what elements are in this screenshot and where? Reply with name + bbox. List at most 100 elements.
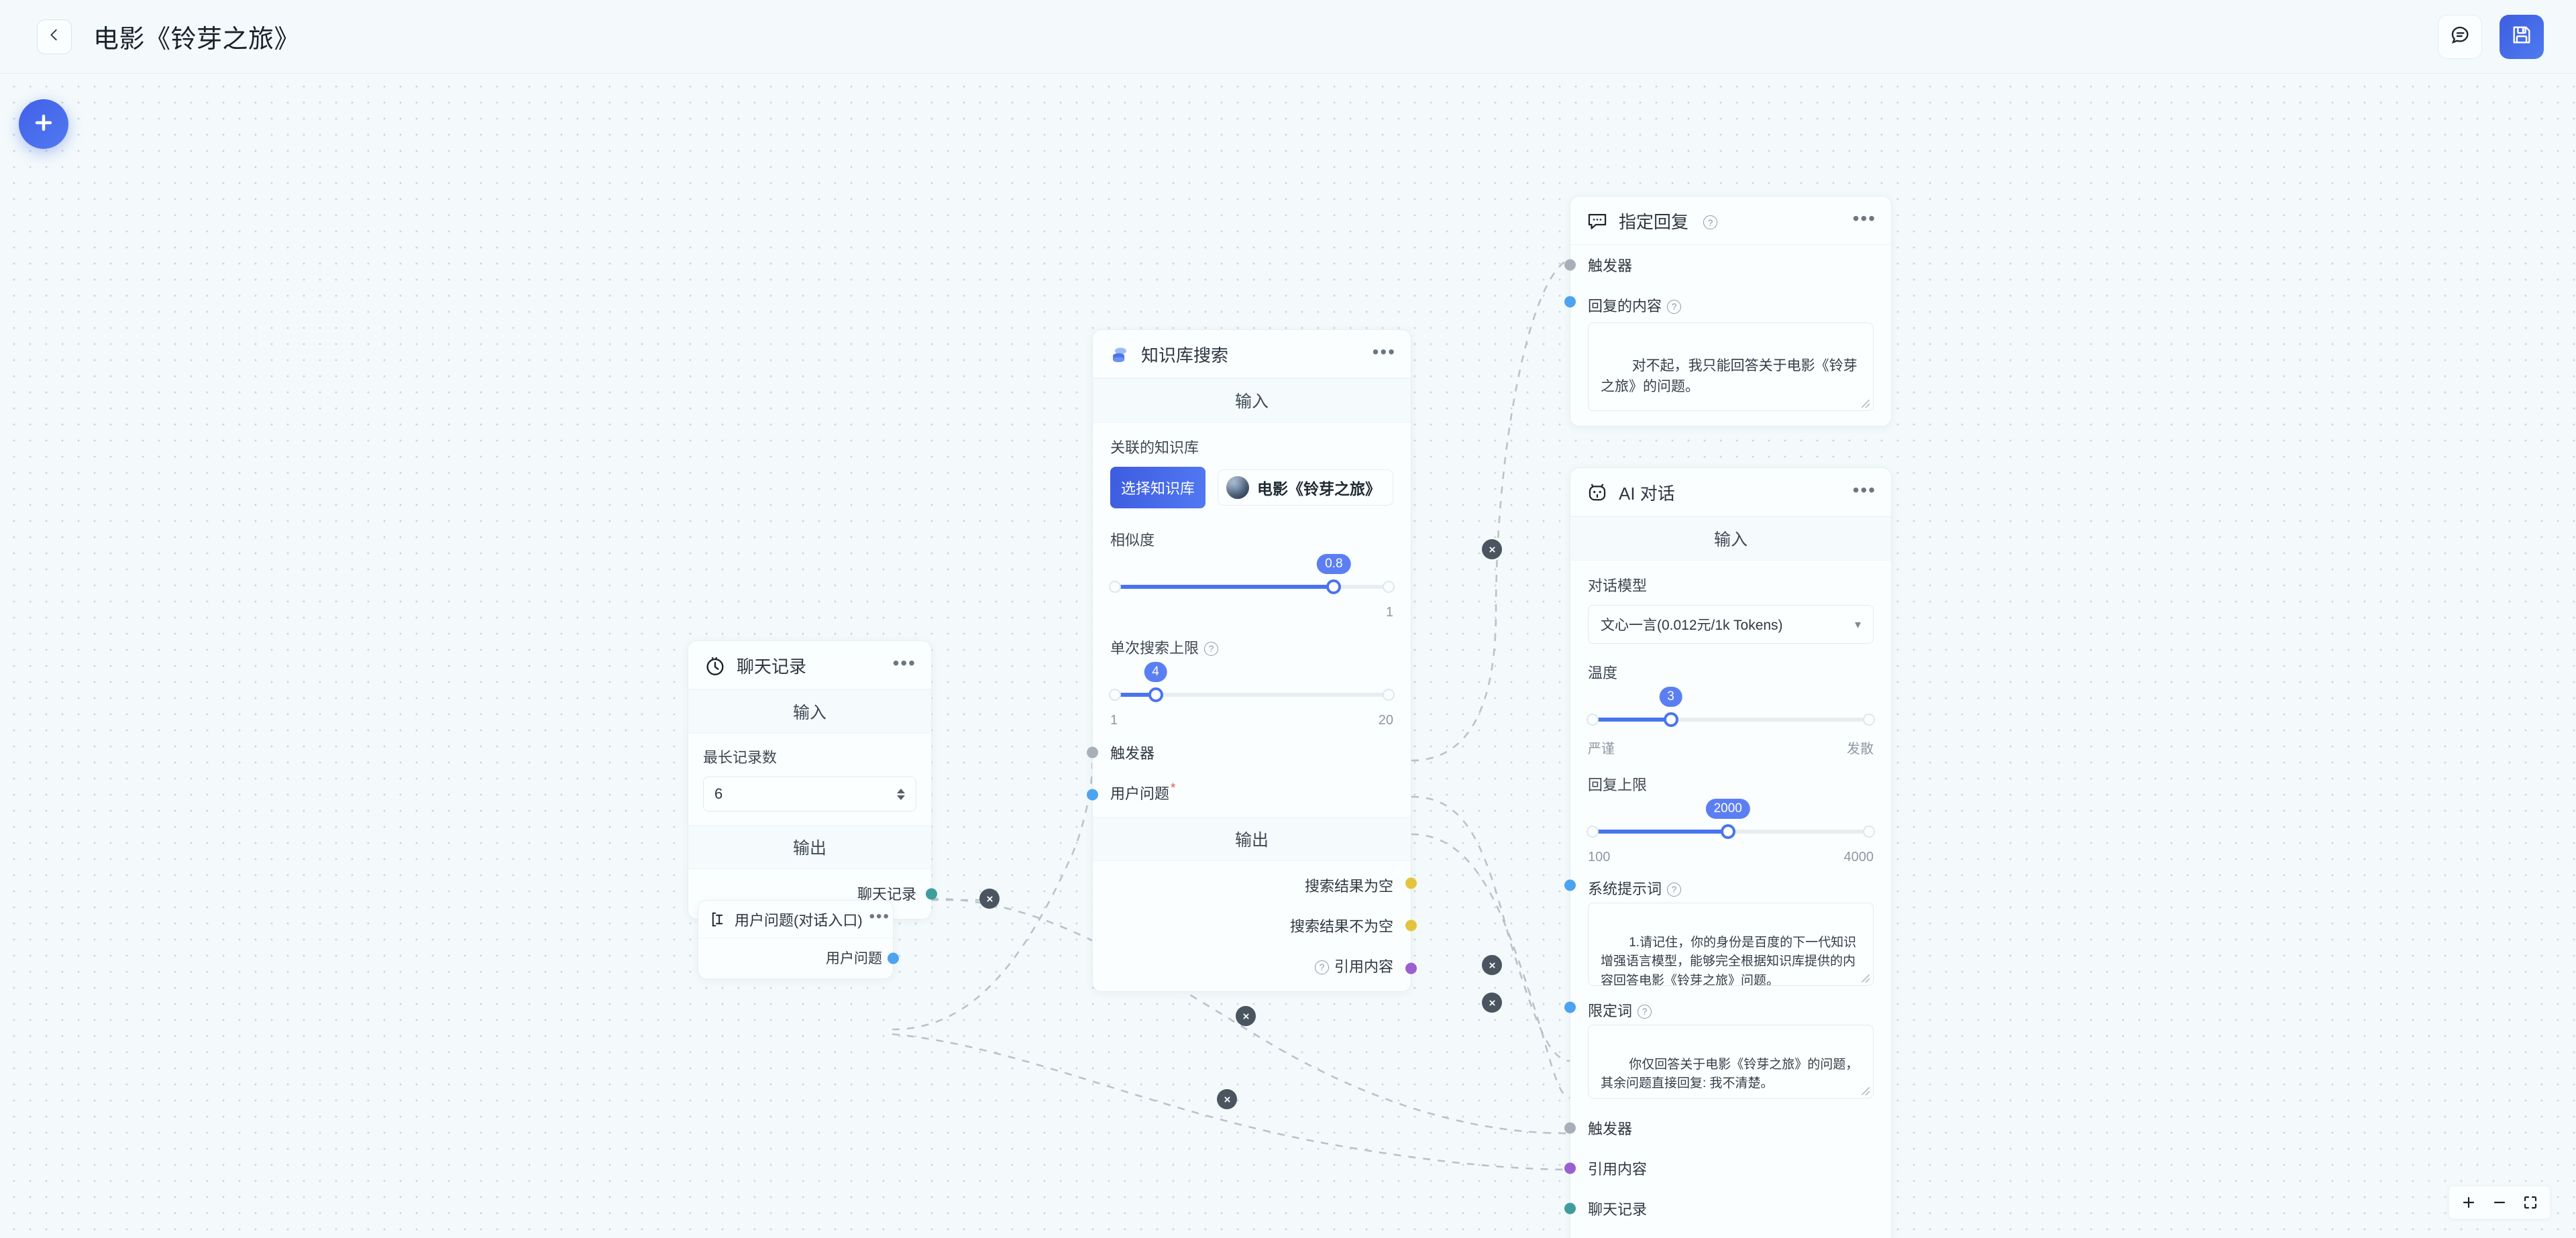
port-chat-history-out[interactable]: 聊天记录	[688, 869, 937, 919]
node-kb-search[interactable]: 知识库搜索 ••• 输入 关联的知识库 选择知识库 电影《铃芽之旅》 相似度 0…	[1087, 329, 1417, 992]
node-menu-button[interactable]: •••	[892, 652, 916, 673]
select-kb-button[interactable]: 选择知识库	[1110, 467, 1205, 508]
stepper-arrows[interactable]	[897, 788, 905, 800]
port-citation[interactable]: ? 引用内容	[1093, 946, 1417, 991]
edge-delete-button[interactable]	[1217, 1089, 1237, 1109]
zoom-controls[interactable]	[2449, 1186, 2551, 1219]
port-user-question[interactable]: 用户问题*	[1087, 773, 1411, 817]
node-title: 指定回复	[1619, 212, 1689, 232]
save-button[interactable]	[2500, 14, 2544, 59]
port-dot[interactable]	[1405, 919, 1417, 932]
stepper-down-icon[interactable]	[897, 795, 905, 800]
port-dot[interactable]	[1564, 1162, 1576, 1174]
slider-cap-left	[1109, 581, 1121, 593]
node-menu-button[interactable]: •••	[1852, 207, 1876, 229]
fit-screen-button[interactable]	[2515, 1189, 2546, 1216]
slider-track[interactable]	[1588, 718, 1874, 722]
edge-delete-button[interactable]	[1482, 993, 1502, 1013]
port-system-prompt[interactable]: 系统提示词 ?	[1564, 868, 1891, 903]
port-trigger[interactable]: 触发器	[1087, 732, 1411, 773]
help-icon[interactable]: ?	[1204, 641, 1219, 656]
node-menu-button[interactable]: •••	[869, 907, 890, 925]
port-dot[interactable]	[1564, 1001, 1576, 1013]
node-title: AI 对话	[1619, 484, 1675, 504]
zoom-out-button[interactable]	[2484, 1189, 2515, 1216]
max-reply-slider[interactable]: 2000	[1587, 799, 1875, 848]
help-icon[interactable]: ?	[1703, 215, 1718, 229]
slider-thumb[interactable]	[1148, 687, 1163, 702]
input-section-band: 输入	[1570, 516, 1891, 561]
node-chat-history[interactable]: 聊天记录 ••• 输入 最长记录数 6 输出 聊天记录	[688, 640, 937, 919]
port-dot[interactable]	[926, 888, 937, 900]
port-result-empty[interactable]: 搜索结果为空	[1093, 861, 1417, 905]
edge-delete-button[interactable]	[979, 889, 1000, 909]
edge-delete-button[interactable]	[1482, 955, 1502, 975]
port-trigger[interactable]: 触发器	[1564, 1108, 1891, 1148]
port-dot[interactable]	[888, 952, 899, 964]
port-citation[interactable]: 引用内容	[1564, 1148, 1891, 1188]
node-header[interactable]: 用户问题(对话入口) •••	[698, 901, 893, 938]
model-select[interactable]: 文心一言(0.012元/1k Tokens) ▾	[1588, 605, 1874, 644]
node-header[interactable]: 知识库搜索 •••	[1093, 330, 1411, 378]
node-ai-chat[interactable]: AI 对话 ••• 输入 对话模型 文心一言(0.012元/1k Tokens)…	[1564, 467, 1892, 1238]
port-label: 回复的内容	[1588, 298, 1662, 315]
chat-preview-button[interactable]	[2438, 14, 2482, 59]
port-user-question[interactable]: 用户问题*	[1570, 1229, 1891, 1238]
slider-track[interactable]	[1110, 693, 1393, 697]
node-user-question[interactable]: 用户问题(对话入口) ••• 用户问题	[698, 900, 899, 979]
port-label: 用户问题	[826, 951, 882, 966]
port-trigger[interactable]: 触发器	[1564, 245, 1891, 285]
edge-delete-button[interactable]	[1236, 1006, 1256, 1026]
resize-handle[interactable]	[1862, 1087, 1870, 1095]
required-marker: *	[1171, 781, 1176, 795]
max-reply-range: 100 4000	[1588, 850, 1874, 865]
port-user-question-out[interactable]: 用户问题	[698, 938, 899, 978]
port-dot[interactable]	[1564, 1202, 1576, 1215]
node-menu-button[interactable]: •••	[1852, 479, 1876, 500]
edge-delete-button[interactable]	[1482, 539, 1502, 559]
reply-content-textarea[interactable]: 对不起，我只能回答关于电影《铃芽之旅》的问题。	[1588, 323, 1874, 411]
kb-chip[interactable]: 电影《铃芽之旅》	[1218, 469, 1393, 506]
node-header[interactable]: AI 对话 •••	[1570, 468, 1891, 516]
port-result-not-empty[interactable]: 搜索结果不为空	[1093, 905, 1417, 946]
port-dot[interactable]	[1564, 259, 1576, 271]
resize-handle[interactable]	[1862, 974, 1870, 982]
stepper-up-icon[interactable]	[897, 788, 905, 793]
port-chat-history[interactable]: 聊天记录	[1564, 1188, 1891, 1229]
help-icon[interactable]: ?	[1314, 960, 1329, 974]
port-qualifier[interactable]: 限定词 ?	[1564, 990, 1891, 1025]
help-icon[interactable]: ?	[1667, 882, 1682, 897]
temperature-label: 温度	[1588, 665, 1618, 681]
slider-thumb[interactable]	[1663, 712, 1678, 727]
port-dot[interactable]	[1087, 789, 1098, 801]
help-icon[interactable]: ?	[1667, 299, 1682, 314]
slider-thumb[interactable]	[1720, 824, 1735, 839]
add-node-button[interactable]	[19, 99, 68, 149]
help-icon[interactable]: ?	[1638, 1004, 1652, 1019]
node-header[interactable]: 指定回复 ? •••	[1570, 196, 1891, 245]
slider-thumb[interactable]	[1326, 579, 1342, 594]
temperature-slider[interactable]: 3	[1587, 687, 1875, 736]
port-dot[interactable]	[1405, 962, 1417, 974]
node-menu-button[interactable]: •••	[1372, 341, 1396, 362]
text-cursor-icon	[709, 910, 728, 929]
max-records-stepper[interactable]: 6	[703, 777, 916, 811]
qualifier-textarea[interactable]: 你仅回答关于电影《铃芽之旅》的问题，其余问题直接回复: 我不清楚。	[1588, 1025, 1874, 1099]
back-button[interactable]	[37, 19, 72, 54]
port-dot[interactable]	[1087, 746, 1098, 758]
workflow-canvas[interactable]: 指定回复 ? ••• 触发器 回复的内容 ? 对不起，我只能回答关于电影《铃芽之…	[0, 74, 2576, 1238]
limit-slider[interactable]: 4	[1109, 662, 1395, 712]
port-dot[interactable]	[1405, 877, 1417, 889]
port-label: 聊天记录	[857, 886, 916, 903]
chevron-left-icon	[47, 27, 62, 46]
similarity-slider[interactable]: 0.8	[1109, 554, 1395, 604]
node-header[interactable]: 聊天记录 •••	[688, 641, 931, 689]
resize-handle[interactable]	[1862, 400, 1870, 408]
port-reply-content[interactable]: 回复的内容 ?	[1564, 285, 1891, 319]
node-specified-reply[interactable]: 指定回复 ? ••• 触发器 回复的内容 ? 对不起，我只能回答关于电影《铃芽之…	[1564, 196, 1892, 427]
zoom-in-button[interactable]	[2453, 1189, 2484, 1216]
port-dot[interactable]	[1564, 296, 1576, 308]
system-prompt-textarea[interactable]: 1.请记住，你的身份是百度的下一代知识增强语言模型，能够完全根据知识库提供的内容…	[1588, 903, 1874, 986]
port-dot[interactable]	[1564, 1122, 1576, 1134]
port-dot[interactable]	[1564, 879, 1576, 891]
